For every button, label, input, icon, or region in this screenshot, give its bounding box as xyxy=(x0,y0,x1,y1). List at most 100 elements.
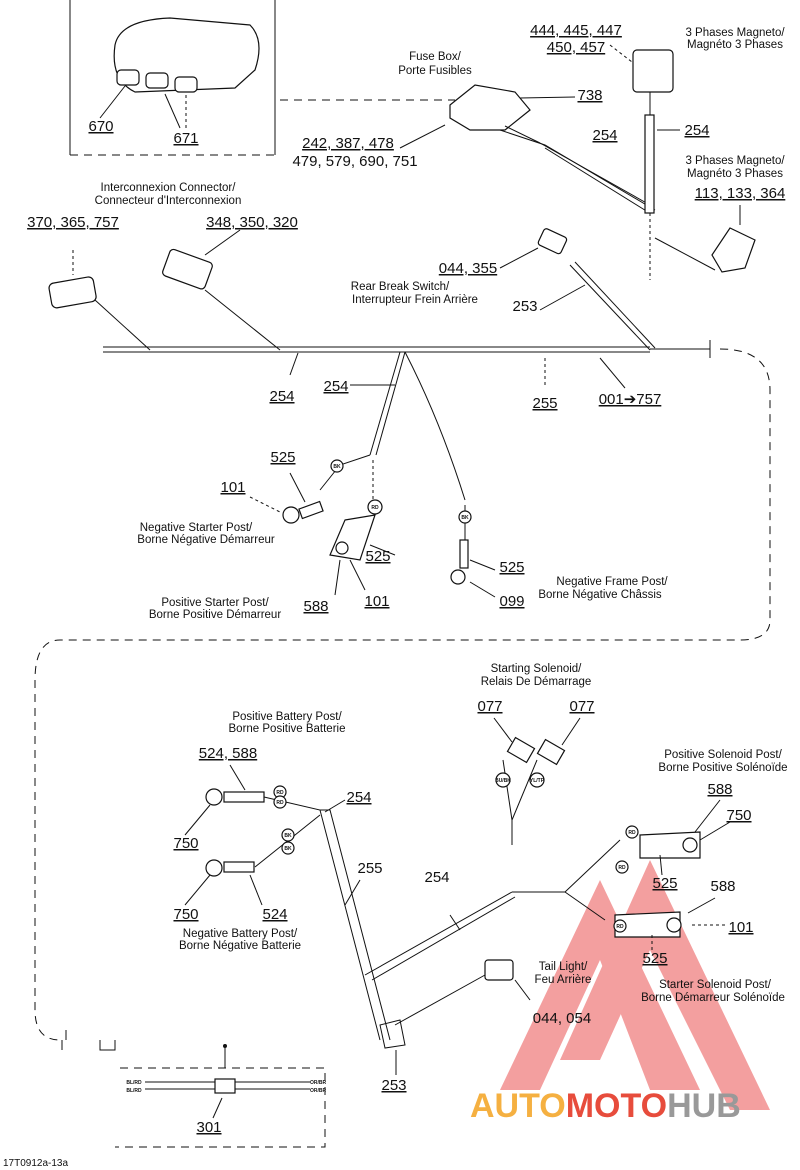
part-number: 671 xyxy=(173,130,198,147)
part-number: 077 xyxy=(569,698,594,715)
part-number: 525 xyxy=(499,559,524,576)
label-pos-starter: Positive Starter Post/ xyxy=(161,597,269,609)
wire-code: RD xyxy=(371,505,379,511)
label-starter-solenoid: Borne Démarreur Solénoïde xyxy=(641,992,785,1004)
label-magneto: Magnéto 3 Phases xyxy=(687,39,783,51)
part-number: 370, 365, 757 xyxy=(27,214,119,231)
part-number: 044, 355 xyxy=(439,260,497,277)
label-pos-solenoid: Positive Solenoid Post/ xyxy=(664,749,782,761)
wire-code-labels: BK RD BK BU/BK YL/TP RD RD RD RD RD BK B… xyxy=(126,459,639,1094)
interconnexion-connectors xyxy=(48,229,281,351)
wire-code: BK xyxy=(461,515,469,521)
part-number: 750 xyxy=(173,906,198,923)
part-number: 253 xyxy=(381,1077,406,1094)
wire-code: YL/TP xyxy=(530,778,545,784)
label-interconnexion: Interconnexion Connector/ xyxy=(101,182,237,194)
wire-code: RD xyxy=(276,800,284,806)
inset-connector-box xyxy=(69,0,276,156)
part-number: 444, 445, 447 xyxy=(530,22,622,39)
part-number: 525 xyxy=(270,449,295,466)
lower-harness xyxy=(184,764,731,1075)
part-number: 254 xyxy=(346,789,371,806)
part-number: 524 xyxy=(262,906,287,923)
wire-code: BK xyxy=(333,464,341,470)
label-starter-solenoid: Starter Solenoid Post/ xyxy=(659,979,772,991)
part-number: 255 xyxy=(532,395,557,412)
label-magneto: 3 Phases Magneto/ xyxy=(685,155,785,167)
label-neg-starter: Negative Starter Post/ xyxy=(140,522,253,534)
label-starting-solenoid: Starting Solenoid/ xyxy=(491,663,583,675)
wire-code: RD xyxy=(618,865,626,871)
wire-code: RD xyxy=(276,790,284,796)
part-number-callouts: 670 671 738 242, 387, 478 479, 579, 690,… xyxy=(27,22,785,1136)
part-number: 077 xyxy=(477,698,502,715)
label-fuse-box: Fuse Box/ xyxy=(409,51,462,63)
label-magneto: Magnéto 3 Phases xyxy=(687,168,783,180)
label-tail-light: Feu Arrière xyxy=(535,974,592,986)
part-number: 588 xyxy=(710,878,735,895)
diode-inset xyxy=(115,1044,326,1148)
part-number: 588 xyxy=(303,598,328,615)
wire-code: RD xyxy=(628,830,636,836)
wire-code: BL/RD xyxy=(126,1088,142,1094)
wire-code: OR/BR xyxy=(310,1088,327,1094)
label-rear-brake: Interrupteur Frein Arrière xyxy=(352,294,478,306)
part-number: 588 xyxy=(707,781,732,798)
label-starting-solenoid: Relais De Démarrage xyxy=(481,676,592,688)
part-number: 113, 133, 364 xyxy=(695,185,786,202)
starter-posts xyxy=(249,454,496,598)
wire-code: BK xyxy=(284,833,292,839)
component-labels: Fuse Box/ Porte Fusibles 3 Phases Magnet… xyxy=(95,27,788,1004)
part-number: 450, 457 xyxy=(547,39,605,56)
label-neg-frame: Negative Frame Post/ xyxy=(556,576,668,588)
label-pos-battery: Borne Positive Batterie xyxy=(229,723,346,735)
part-number: 254 xyxy=(323,378,348,395)
part-number: 001➔757 xyxy=(599,391,662,408)
part-number: 670 xyxy=(88,118,113,135)
starting-solenoid xyxy=(493,717,581,845)
part-number: 255 xyxy=(357,860,382,877)
label-tail-light: Tail Light/ xyxy=(539,961,588,973)
part-number: 301 xyxy=(196,1119,221,1136)
label-pos-starter: Borne Positive Démarreur xyxy=(149,609,281,621)
part-number: 525 xyxy=(365,548,390,565)
part-number: 738 xyxy=(577,87,602,104)
watermark-logo xyxy=(500,860,770,1110)
part-number: 750 xyxy=(173,835,198,852)
watermark-part: AUTO xyxy=(470,1087,566,1125)
magneto-connector xyxy=(609,44,756,280)
label-interconnexion: Connecteur d'Interconnexion xyxy=(95,195,242,207)
part-number: 525 xyxy=(642,950,667,967)
part-number: 348, 350, 320 xyxy=(206,214,298,231)
label-neg-starter: Borne Négative Démarreur xyxy=(137,534,275,546)
part-number: 254 xyxy=(592,127,617,144)
wire-code: RD xyxy=(616,924,624,930)
label-neg-battery: Borne Négative Batterie xyxy=(179,940,301,952)
wire-code: OR/BR xyxy=(310,1080,327,1086)
label-neg-battery: Negative Battery Post/ xyxy=(183,928,298,940)
fuse-box xyxy=(399,84,656,213)
watermark-part: MOTO xyxy=(566,1087,667,1125)
label-neg-frame: Borne Négative Châssis xyxy=(538,589,662,601)
part-number: 479, 579, 690, 751 xyxy=(292,153,417,170)
rear-brake-switch xyxy=(499,228,656,351)
part-number: 254 xyxy=(424,869,449,886)
part-number: 242, 387, 478 xyxy=(302,135,394,152)
part-number: 254 xyxy=(684,122,709,139)
label-magneto: 3 Phases Magneto/ xyxy=(685,27,785,39)
part-number: 254 xyxy=(269,388,294,405)
part-number: 044, 054 xyxy=(533,1010,591,1027)
part-number: 099 xyxy=(499,593,524,610)
part-number: 101 xyxy=(364,593,389,610)
wire-code: BK xyxy=(284,846,292,852)
label-pos-battery: Positive Battery Post/ xyxy=(232,711,342,723)
label-fuse-box: Porte Fusibles xyxy=(398,65,472,77)
wire-code: BL/RD xyxy=(126,1080,142,1086)
part-number: 524, 588 xyxy=(199,745,257,762)
watermark-text: AUTOMOTOHUB xyxy=(470,1087,741,1125)
part-number: 253 xyxy=(512,298,537,315)
part-number: 525 xyxy=(652,875,677,892)
watermark-part: HUB xyxy=(667,1087,741,1125)
label-rear-brake: Rear Break Switch/ xyxy=(351,281,450,293)
